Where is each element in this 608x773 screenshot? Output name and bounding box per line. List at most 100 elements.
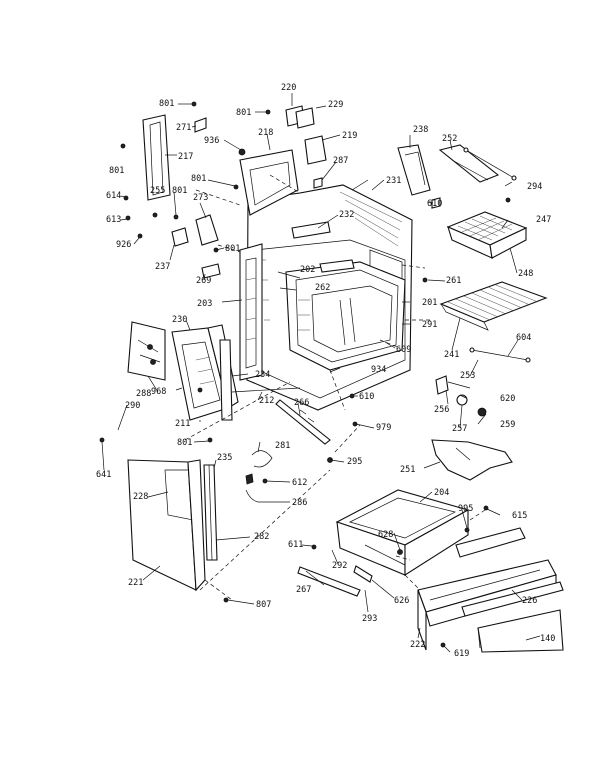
label-269: 269 (196, 276, 211, 286)
label-995: 995 (458, 504, 473, 514)
label-266: 266 (294, 398, 309, 408)
label-255: 255 (150, 186, 165, 196)
label-801: 801 (159, 99, 174, 109)
label-261: 261 (446, 276, 461, 286)
label-140: 140 (540, 634, 555, 644)
drawer-front-part (417, 527, 564, 653)
label-282: 282 (254, 532, 269, 542)
label-219: 219 (342, 131, 357, 141)
deflector-part (431, 439, 513, 481)
label-217: 217 (178, 152, 193, 162)
label-295: 295 (347, 457, 362, 467)
top-rail-part (239, 149, 299, 216)
drawer-slide-part (297, 565, 373, 597)
label-936: 936 (204, 136, 219, 146)
wiring-detail-inset (127, 321, 166, 381)
leader-lines (101, 93, 541, 653)
label-968: 968 (151, 387, 166, 397)
label-626: 626 (394, 596, 409, 606)
cord-parts (245, 450, 273, 503)
label-229: 229 (328, 100, 343, 110)
front-frame-part (239, 243, 263, 381)
label-271: 271 (176, 123, 191, 133)
label-248: 248 (518, 269, 533, 279)
small-parts (171, 105, 517, 279)
drawer-part (335, 489, 470, 577)
label-262: 262 (315, 283, 330, 293)
label-801: 801 (109, 166, 124, 176)
label-212: 212 (259, 396, 274, 406)
label-604: 604 (516, 333, 531, 343)
label-610: 610 (427, 199, 442, 209)
assembly-lines (184, 174, 486, 601)
label-801: 801 (225, 244, 240, 254)
label-228: 228 (133, 492, 148, 502)
switch-parts (435, 375, 487, 417)
label-807: 807 (256, 600, 271, 610)
label-628: 628 (378, 530, 393, 540)
oven-liner-part (285, 261, 406, 371)
rod-part (469, 347, 531, 363)
label-241: 241 (444, 350, 459, 360)
label-292: 292 (332, 561, 347, 571)
label-252: 252 (442, 134, 457, 144)
label-610: 610 (359, 392, 374, 402)
label-230: 230 (172, 315, 187, 325)
label-611: 611 (288, 540, 303, 550)
label-979: 979 (376, 423, 391, 433)
fasteners (99, 101, 511, 648)
label-291: 291 (422, 320, 437, 330)
label-203: 203 (197, 299, 212, 309)
label-220: 220 (281, 83, 296, 93)
label-234: 234 (255, 370, 270, 380)
label-273: 273 (193, 193, 208, 203)
label-226: 226 (522, 596, 537, 606)
rail-parts (219, 339, 331, 445)
bracket-217 (142, 114, 171, 201)
label-221: 221 (128, 578, 143, 588)
label-286: 286 (292, 498, 307, 508)
label-237: 237 (155, 262, 170, 272)
label-253: 253 (460, 371, 475, 381)
label-251: 251 (400, 465, 415, 475)
label-211: 211 (175, 419, 190, 429)
label-801: 801 (177, 438, 192, 448)
label-294: 294 (527, 182, 542, 192)
label-247: 247 (536, 215, 551, 225)
label-619: 619 (454, 649, 469, 659)
label-287: 287 (333, 156, 348, 166)
label-288: 288 (136, 389, 151, 399)
label-926: 926 (116, 240, 131, 250)
label-231: 231 (386, 176, 401, 186)
label-934: 934 (371, 365, 386, 375)
label-218: 218 (258, 128, 273, 138)
label-202: 202 (300, 265, 315, 275)
label-257: 257 (452, 424, 467, 434)
label-232: 232 (339, 210, 354, 220)
part-labels: 220 229 801 801 271 936 218 219 801 217 … (96, 83, 555, 659)
label-612: 612 (292, 478, 307, 488)
label-256: 256 (434, 405, 449, 415)
label-267: 267 (296, 585, 311, 595)
label-238: 238 (413, 125, 428, 135)
side-trim-part (203, 464, 218, 561)
side-panel-part (127, 459, 206, 592)
broiler-pan-part (446, 211, 528, 259)
label-613: 613 (106, 215, 121, 225)
label-614: 614 (106, 191, 121, 201)
oven-rack-part (439, 281, 548, 331)
label-801: 801 (236, 108, 251, 118)
label-801: 801 (191, 174, 206, 184)
label-201: 201 (422, 298, 437, 308)
label-259: 259 (500, 420, 515, 430)
label-235: 235 (217, 453, 232, 463)
label-615: 615 (512, 511, 527, 521)
label-293: 293 (362, 614, 377, 624)
label-290: 290 (125, 401, 140, 411)
label-222: 222 (410, 640, 425, 650)
label-609: 609 (396, 345, 411, 355)
label-641: 641 (96, 470, 111, 480)
label-281: 281 (275, 441, 290, 451)
label-204: 204 (434, 488, 449, 498)
